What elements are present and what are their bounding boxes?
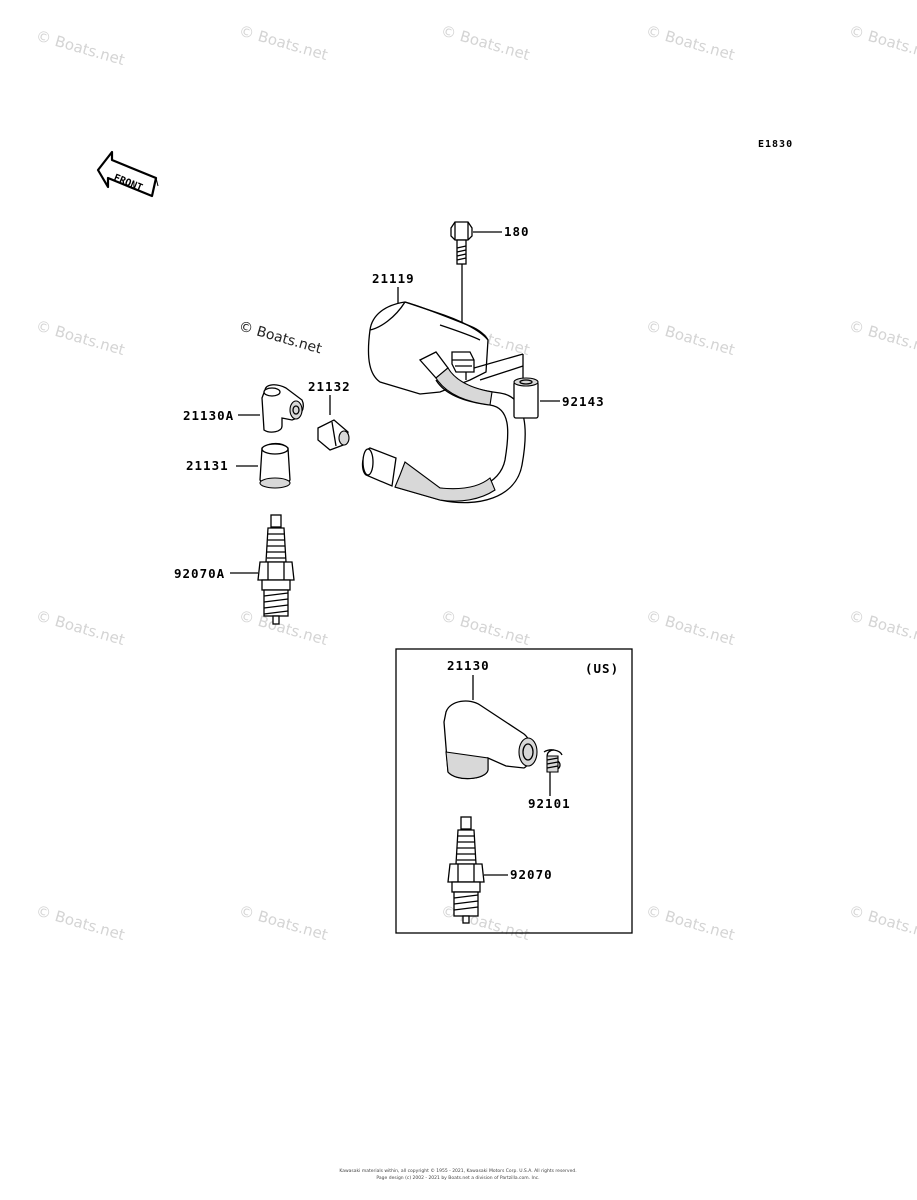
part-label-21132: 21132	[308, 379, 351, 394]
watermark: © Boats.net	[439, 22, 532, 65]
part-label-92143: 92143	[562, 394, 605, 409]
front-arrow-icon: FRONT	[96, 150, 159, 198]
plug-cap-21130A	[238, 384, 304, 433]
watermark: © Boats.net	[644, 902, 737, 945]
us-variant-box: (US) 21130 92101 92070	[395, 648, 633, 934]
terminal-21132: 21132	[308, 379, 351, 451]
watermark: © Boats.net	[237, 22, 330, 65]
part-label-21131: 21131	[186, 458, 229, 473]
watermark: © Boats.net	[439, 607, 532, 650]
footer-design: Page design (c) 2002 - 2021 by Boats.net…	[376, 1175, 539, 1181]
part-label-180: 180	[504, 224, 530, 239]
part-label-92101: 92101	[528, 796, 571, 811]
part-label-21130A: 21130A	[183, 408, 234, 423]
watermark: © Boats.net	[644, 22, 737, 65]
us-tag: (US)	[585, 661, 619, 676]
part-label-92070: 92070	[510, 867, 553, 882]
spark-plug-92070A	[230, 514, 295, 625]
bolt-180	[450, 221, 502, 352]
spacer-92143	[513, 377, 560, 419]
watermark: © Boats.net	[34, 607, 127, 650]
part-label-21130: 21130	[447, 658, 490, 673]
watermark-dark: © Boats.net	[237, 318, 324, 357]
watermark: © Boats.net	[34, 317, 127, 360]
watermark: © Boats.net	[644, 317, 737, 360]
watermark: © Boats.net	[237, 902, 330, 945]
watermark: © Boats.net	[847, 902, 917, 945]
diagram-code: E1830	[758, 139, 793, 150]
part-label-21119: 21119	[372, 271, 415, 286]
footer-copyright: Kawasaki materials within, all copyright…	[339, 1167, 576, 1174]
watermark: © Boats.net	[34, 27, 127, 70]
watermark-layer: © Boats.net © Boats.net © Boats.net © Bo…	[34, 22, 917, 945]
boot-21131	[236, 442, 291, 489]
watermark: © Boats.net	[847, 317, 917, 360]
watermark: © Boats.net	[847, 607, 917, 650]
watermark: © Boats.net	[847, 22, 917, 65]
watermark: © Boats.net	[644, 607, 737, 650]
watermark: © Boats.net	[439, 902, 532, 945]
watermark: © Boats.net	[34, 902, 127, 945]
part-label-92070A: 92070A	[174, 566, 225, 581]
ignition-coil-21119: 21119	[361, 271, 526, 504]
